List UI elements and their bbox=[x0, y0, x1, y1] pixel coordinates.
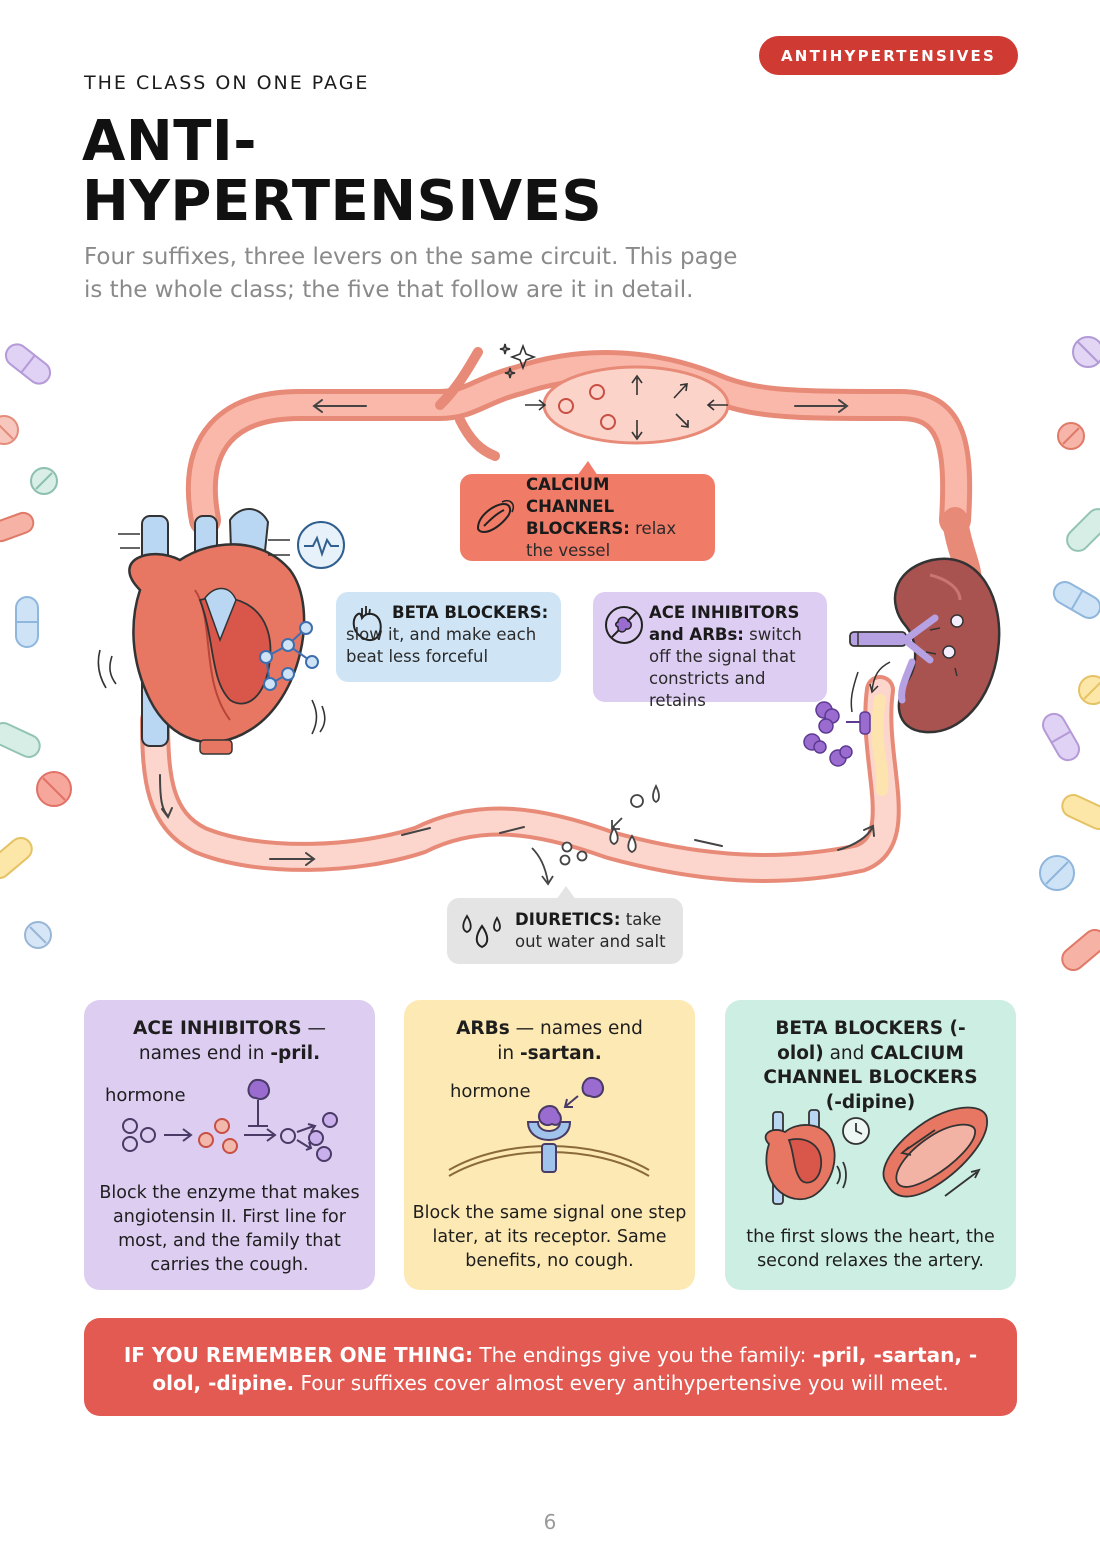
sparkle-icon bbox=[499, 343, 537, 379]
page-number: 6 bbox=[543, 1510, 557, 1534]
pill-tablet-icon bbox=[24, 921, 52, 949]
card-heading: ACE INHIBITORS — names end in -pril. bbox=[94, 1017, 365, 1066]
subtitle-line: Four suffixes, three levers on the same … bbox=[84, 244, 738, 270]
callout-text: ACE INHIBITORS and ARBs: switch off the … bbox=[649, 602, 825, 712]
vessel-branch bbox=[435, 347, 500, 461]
callout-pointer bbox=[556, 886, 576, 900]
pill-capsule-icon bbox=[0, 511, 35, 543]
takeaway-lead: IF YOU REMEMBER ONE THING: bbox=[123, 1343, 473, 1367]
card-body: the first slows the heart, the second re… bbox=[746, 1227, 995, 1271]
artery-icon bbox=[476, 499, 515, 533]
hormone-label: hormone bbox=[450, 1081, 531, 1102]
page-subtitle: Four suffixes, three levers on the same … bbox=[84, 241, 784, 307]
subtitle-line: is the whole class; the five that follow… bbox=[84, 277, 694, 303]
eyebrow: THE CLASS ON ONE PAGE bbox=[84, 72, 370, 94]
pill-capsule-icon bbox=[1052, 581, 1100, 619]
card-body: Block the same signal one step later, at… bbox=[412, 1203, 687, 1271]
pill-tablet-icon bbox=[1039, 855, 1075, 891]
pill-capsule-icon bbox=[1061, 929, 1100, 971]
callout-rest: take out water and salt bbox=[515, 910, 666, 951]
card-heading-bold: BETA BLOCKERS (-olol) bbox=[775, 1018, 966, 1064]
heartbeat-monitor-icon bbox=[297, 521, 345, 569]
heart-outline-icon bbox=[352, 606, 382, 642]
callout-bold: DIURETICS: bbox=[515, 910, 621, 929]
card-heading-bold: ACE INHIBITORS bbox=[133, 1018, 302, 1039]
pill-capsule-icon bbox=[0, 837, 33, 879]
blocked-signal-icon bbox=[605, 606, 643, 644]
key-takeaway-banner: IF YOU REMEMBER ONE THING: The endings g… bbox=[84, 1318, 1017, 1416]
callout-bold: CALCIUM CHANNEL BLOCKERS: bbox=[526, 474, 630, 538]
category-badge: ANTIHYPERTENSIVES bbox=[759, 36, 1018, 75]
pill-tablet-icon bbox=[1057, 422, 1085, 450]
pill-tablet-icon bbox=[0, 415, 19, 445]
takeaway-suffixes: -pril, -sartan, -olol, -dipine. bbox=[152, 1343, 978, 1395]
water-drops bbox=[531, 783, 660, 886]
page-title: ANTI- HYPERTENSIVES bbox=[82, 112, 802, 232]
pill-capsule-icon bbox=[15, 596, 39, 648]
card-heading-rest: — names end in bbox=[497, 1018, 643, 1064]
callout-bold: ACE INHIBITORS and ARBs: bbox=[649, 603, 800, 644]
title-line: ANTI- bbox=[82, 109, 257, 174]
pill-tablet-icon bbox=[1072, 336, 1100, 368]
callout-pointer bbox=[577, 461, 598, 476]
card-heading-bold: ARBs bbox=[456, 1018, 510, 1039]
beta-calcium-card: BETA BLOCKERS (-olol) and CALCIUM CHANNE… bbox=[725, 1000, 1016, 1290]
callout-bold: BETA BLOCKERS: bbox=[392, 603, 549, 622]
pill-capsule-icon bbox=[1061, 794, 1100, 830]
callout-rest: switch off the signal that constricts an… bbox=[649, 625, 802, 710]
callout-text: BETA BLOCKERS: slow it, and make each be… bbox=[346, 602, 551, 668]
ace-inhibitors-card: ACE INHIBITORS — names end in -pril. hor… bbox=[84, 1000, 375, 1290]
water-drops-icon bbox=[462, 914, 501, 949]
ace-arb-callout: ACE INHIBITORS and ARBs: switch off the … bbox=[593, 592, 827, 710]
molecule-icon bbox=[259, 621, 319, 691]
title-line: HYPERTENSIVES bbox=[82, 169, 603, 234]
arbs-card: ARBs — names end in -sartan. hormone Blo… bbox=[404, 1000, 695, 1290]
pill-tablet-icon bbox=[30, 467, 58, 495]
kidney-illustration bbox=[849, 557, 1001, 796]
pill-tablet-icon bbox=[36, 771, 72, 807]
callout-text: DIURETICS: take out water and salt bbox=[515, 909, 671, 953]
card-heading-bold: CALCIUM CHANNEL BLOCKERS (-dipine) bbox=[763, 1042, 978, 1113]
receptor-diagram bbox=[448, 1076, 650, 1177]
card-heading-rest: and bbox=[823, 1042, 871, 1064]
card-body: Block the enzyme that makes angiotensin … bbox=[99, 1183, 360, 1275]
pill-capsule-icon bbox=[4, 343, 52, 385]
card-heading-suffix: -pril. bbox=[270, 1042, 321, 1064]
card-heading: BETA BLOCKERS (-olol) and CALCIUM CHANNE… bbox=[735, 1017, 1006, 1115]
pill-tablet-icon bbox=[1078, 675, 1100, 705]
calcium-channel-blocker-callout: CALCIUM CHANNEL BLOCKERS: relax the vess… bbox=[460, 474, 715, 561]
heart-and-artery-diagram bbox=[764, 1106, 988, 1205]
hormone-molecules bbox=[803, 701, 871, 767]
hormone-label: hormone bbox=[105, 1085, 186, 1106]
takeaway-text: The endings give you the family: bbox=[473, 1343, 813, 1367]
card-heading: ARBs — names end in -sartan. bbox=[414, 1017, 685, 1066]
flow-arrows bbox=[159, 399, 875, 866]
takeaway-text: Four suffixes cover almost every antihyp… bbox=[294, 1371, 949, 1395]
pill-capsule-icon bbox=[1066, 508, 1100, 552]
card-heading-rest: — names end in bbox=[138, 1018, 326, 1064]
enzyme-conversion-diagram bbox=[122, 1078, 338, 1162]
dilated-vessel-segment bbox=[525, 365, 730, 445]
beta-blocker-callout: BETA BLOCKERS: slow it, and make each be… bbox=[336, 592, 561, 682]
callout-rest: relax the vessel bbox=[526, 518, 677, 560]
card-heading-suffix: -sartan. bbox=[519, 1042, 602, 1064]
callout-rest: slow it, and make each beat less forcefu… bbox=[346, 625, 537, 666]
diuretics-callout: DIURETICS: take out water and salt bbox=[447, 898, 683, 964]
callout-text: CALCIUM CHANNEL BLOCKERS: relax the vess… bbox=[526, 474, 703, 562]
heart-illustration bbox=[97, 508, 326, 755]
pill-capsule-icon bbox=[0, 722, 41, 758]
